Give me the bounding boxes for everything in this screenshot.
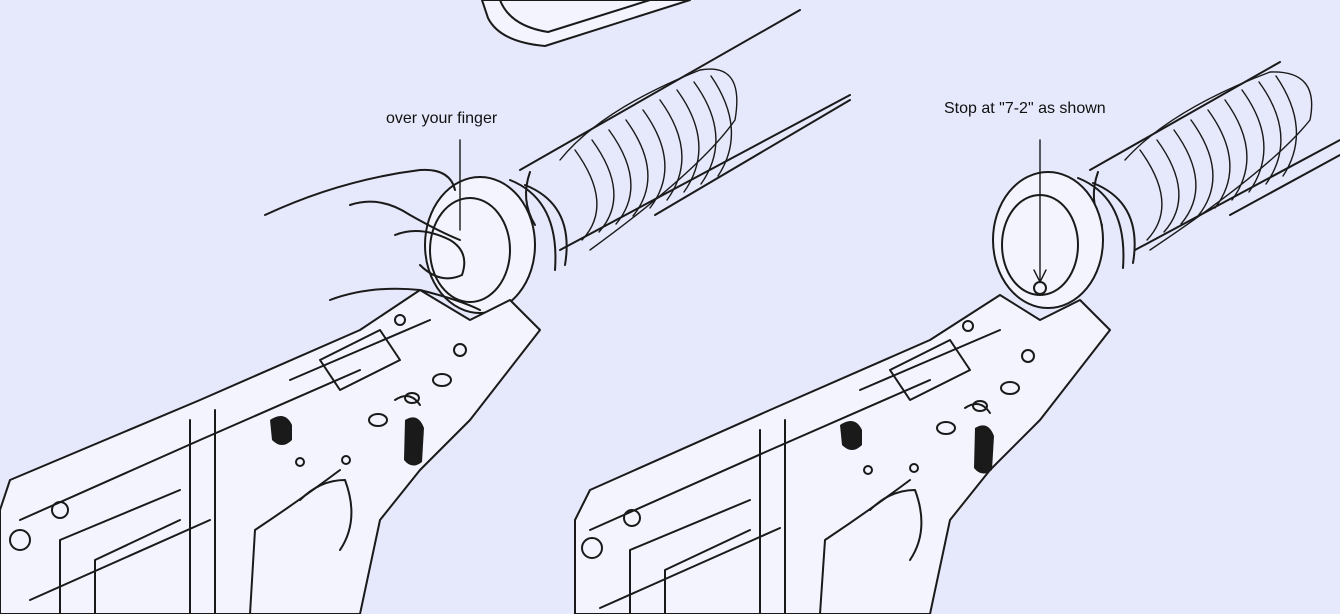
left-buffer-tube [519, 9, 851, 251]
left-castle-nut [424, 176, 568, 314]
callout-over-your-finger: over your finger [386, 110, 498, 127]
right-castle-nut [992, 171, 1136, 309]
callout-stop-at-7-2: Stop at "7-2" as shown [944, 100, 1106, 117]
top-part [481, 0, 691, 47]
left-illustration [0, 9, 851, 614]
left-spring [574, 75, 733, 241]
right-buffer-tube [1089, 61, 1340, 251]
right-arrow-head [1033, 269, 1047, 283]
right-illustration [574, 61, 1340, 614]
right-spring [1139, 75, 1298, 241]
right-receiver [574, 294, 1111, 614]
left-receiver [0, 289, 541, 614]
